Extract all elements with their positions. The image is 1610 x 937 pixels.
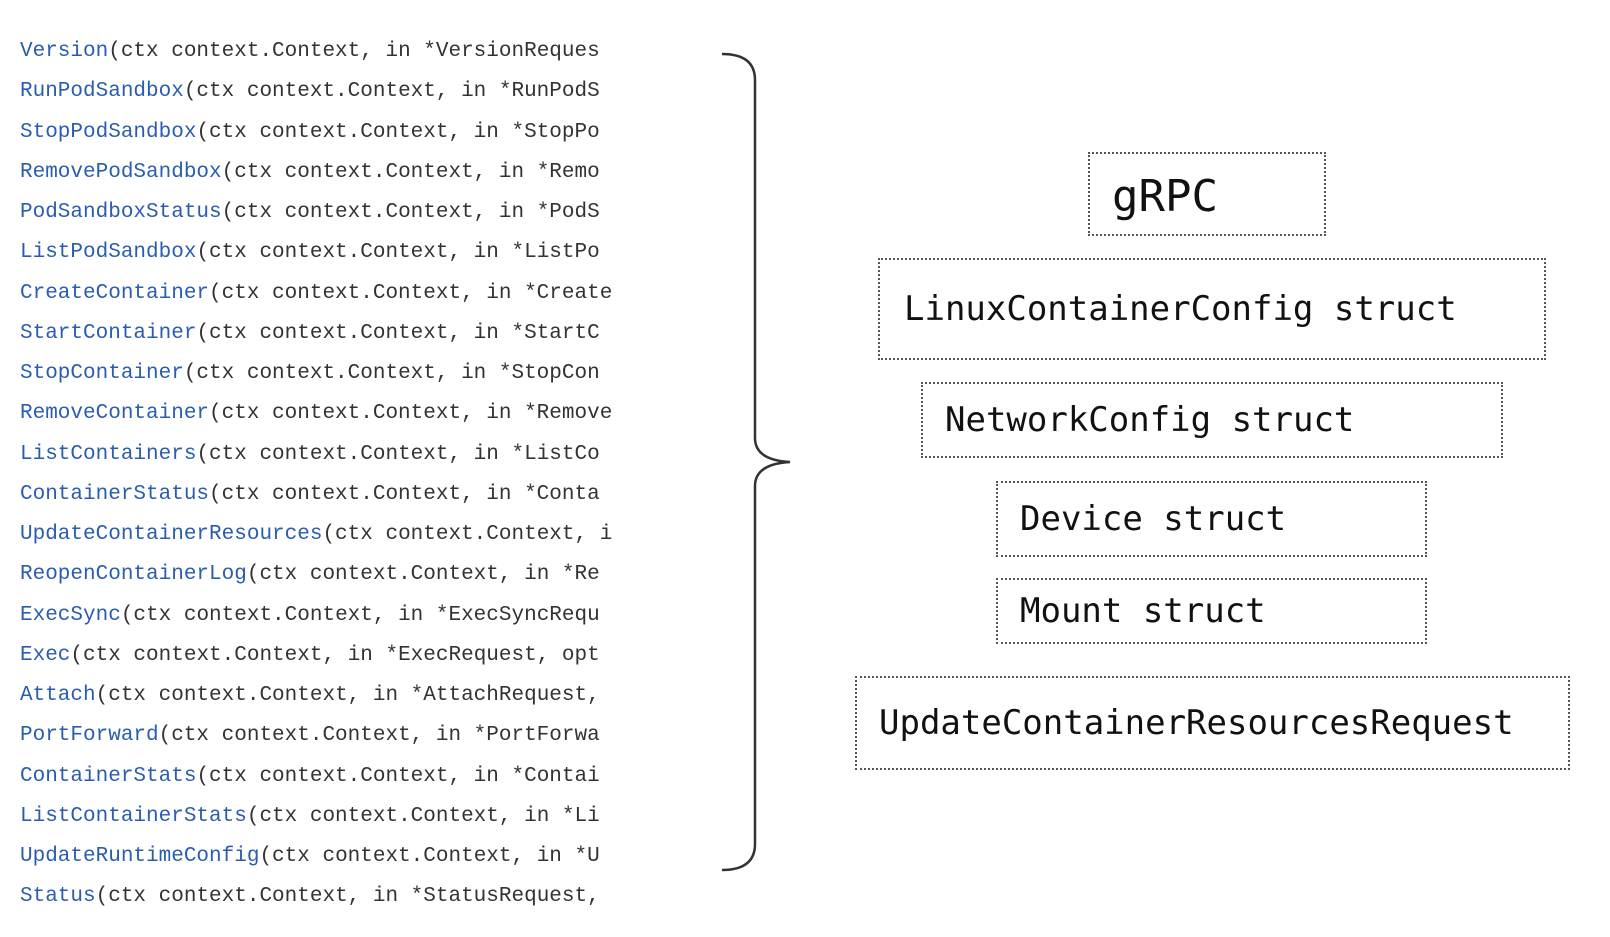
method-name: ListPodSandbox	[20, 241, 197, 265]
method-args: (ctx context.Context, in *StopCon	[183, 362, 600, 385]
method-name: CreateContainer	[20, 281, 210, 305]
method-args: (ctx context.Context, in *Conta	[209, 482, 600, 506]
method-args: (ctx context.Context, in *Remove	[209, 402, 613, 426]
method-name: UpdateContainerResources	[20, 523, 323, 546]
method-line: StopPodSandbox(ctx context.Context, in *…	[20, 118, 680, 158]
method-args: (ctx context.Context, in *ListCo	[196, 442, 600, 466]
method-args: (ctx context.Context, in *ExecSyncRequ	[120, 603, 600, 627]
method-line: Status(ctx context.Context, in *StatusRe…	[20, 882, 680, 922]
method-name: StartContainer	[20, 321, 197, 345]
method-line: ListContainerStats(ctx context.Context, …	[20, 802, 680, 842]
method-args: (ctx context.Context, in *PodS	[221, 201, 600, 224]
method-name: Exec	[20, 643, 71, 667]
method-args: (ctx context.Context, in *ListPo	[196, 241, 600, 265]
method-args: (ctx context.Context, in *RunPodS	[183, 80, 600, 104]
linux-container-config-box: LinuxContainerConfig struct	[878, 258, 1546, 360]
method-line: RunPodSandbox(ctx context.Context, in *R…	[20, 77, 680, 117]
method-name: RemovePodSandbox	[20, 160, 222, 184]
linux-container-config-label: LinuxContainerConfig struct	[904, 289, 1457, 329]
method-line: RemoveContainer(ctx context.Context, in …	[20, 399, 680, 439]
method-args: (ctx context.Context, in *StartC	[196, 321, 600, 345]
method-line: Attach(ctx context.Context, in *AttachRe…	[20, 681, 680, 721]
method-args: (ctx context.Context, in *ExecRequest, o…	[70, 643, 600, 667]
method-args: (ctx context.Context, in *AttachRequest,	[95, 684, 600, 707]
method-line: Exec(ctx context.Context, in *ExecReques…	[20, 641, 680, 681]
method-name: RunPodSandbox	[20, 80, 184, 104]
method-list: Version(ctx context.Context, in *Version…	[20, 37, 680, 923]
method-args: (ctx context.Context, in *Re	[246, 563, 600, 587]
method-args: (ctx context.Context, i	[322, 523, 613, 546]
method-args: (ctx context.Context, in *VersionReques	[108, 40, 600, 63]
update-container-resources-request-label: UpdateContainerResourcesRequest	[879, 703, 1514, 743]
network-config-label: NetworkConfig struct	[945, 400, 1355, 440]
method-line: UpdateContainerResources(ctx context.Con…	[20, 520, 680, 560]
method-name: Attach	[20, 684, 96, 707]
mount-box: Mount struct	[996, 578, 1427, 644]
mount-label: Mount struct	[1020, 591, 1266, 631]
method-line: ExecSync(ctx context.Context, in *ExecSy…	[20, 601, 680, 641]
grpc-label: gRPC	[1112, 170, 1218, 222]
method-args: (ctx context.Context, in *Create	[209, 281, 613, 305]
method-name: ListContainers	[20, 442, 197, 466]
method-line: ReopenContainerLog(ctx context.Context, …	[20, 560, 680, 600]
method-line: Version(ctx context.Context, in *Version…	[20, 37, 680, 77]
method-args: (ctx context.Context, in *Remo	[221, 160, 600, 184]
method-line: StopContainer(ctx context.Context, in *S…	[20, 359, 680, 399]
method-line: CreateContainer(ctx context.Context, in …	[20, 279, 680, 319]
method-args: (ctx context.Context, in *StatusRequest,	[95, 885, 600, 909]
device-box: Device struct	[996, 481, 1427, 557]
method-line: RemovePodSandbox(ctx context.Context, in…	[20, 158, 680, 198]
method-name: ExecSync	[20, 603, 121, 627]
method-line: ListPodSandbox(ctx context.Context, in *…	[20, 238, 680, 278]
update-container-resources-request-box: UpdateContainerResourcesRequest	[855, 676, 1570, 770]
method-args: (ctx context.Context, in *StopPo	[196, 120, 600, 144]
network-config-box: NetworkConfig struct	[921, 382, 1503, 458]
grpc-box: gRPC	[1088, 152, 1326, 236]
method-args: (ctx context.Context, in *Li	[246, 804, 600, 828]
curly-brace	[721, 52, 791, 872]
method-line: ContainerStatus(ctx context.Context, in …	[20, 480, 680, 520]
method-line: StartContainer(ctx context.Context, in *…	[20, 319, 680, 359]
method-name: ContainerStats	[20, 764, 197, 788]
method-line: PortForward(ctx context.Context, in *Por…	[20, 721, 680, 761]
method-name: UpdateRuntimeConfig	[20, 845, 260, 868]
method-name: PortForward	[20, 724, 159, 748]
method-name: ContainerStatus	[20, 482, 210, 506]
method-name: Version	[20, 40, 109, 63]
method-name: RemoveContainer	[20, 402, 210, 426]
method-line: UpdateRuntimeConfig(ctx context.Context,…	[20, 842, 680, 882]
method-name: PodSandboxStatus	[20, 201, 222, 224]
method-args: (ctx context.Context, in *PortForwa	[158, 724, 600, 748]
method-args: (ctx context.Context, in *U	[259, 845, 600, 868]
method-name: ReopenContainerLog	[20, 563, 247, 587]
method-line: ListContainers(ctx context.Context, in *…	[20, 440, 680, 480]
method-line: ContainerStats(ctx context.Context, in *…	[20, 762, 680, 802]
device-label: Device struct	[1020, 499, 1287, 539]
method-name: StopContainer	[20, 362, 184, 385]
method-args: (ctx context.Context, in *Contai	[196, 764, 600, 788]
method-line: PodSandboxStatus(ctx context.Context, in…	[20, 198, 680, 238]
method-name: ListContainerStats	[20, 804, 247, 828]
method-name: Status	[20, 885, 96, 909]
method-name: StopPodSandbox	[20, 120, 197, 144]
